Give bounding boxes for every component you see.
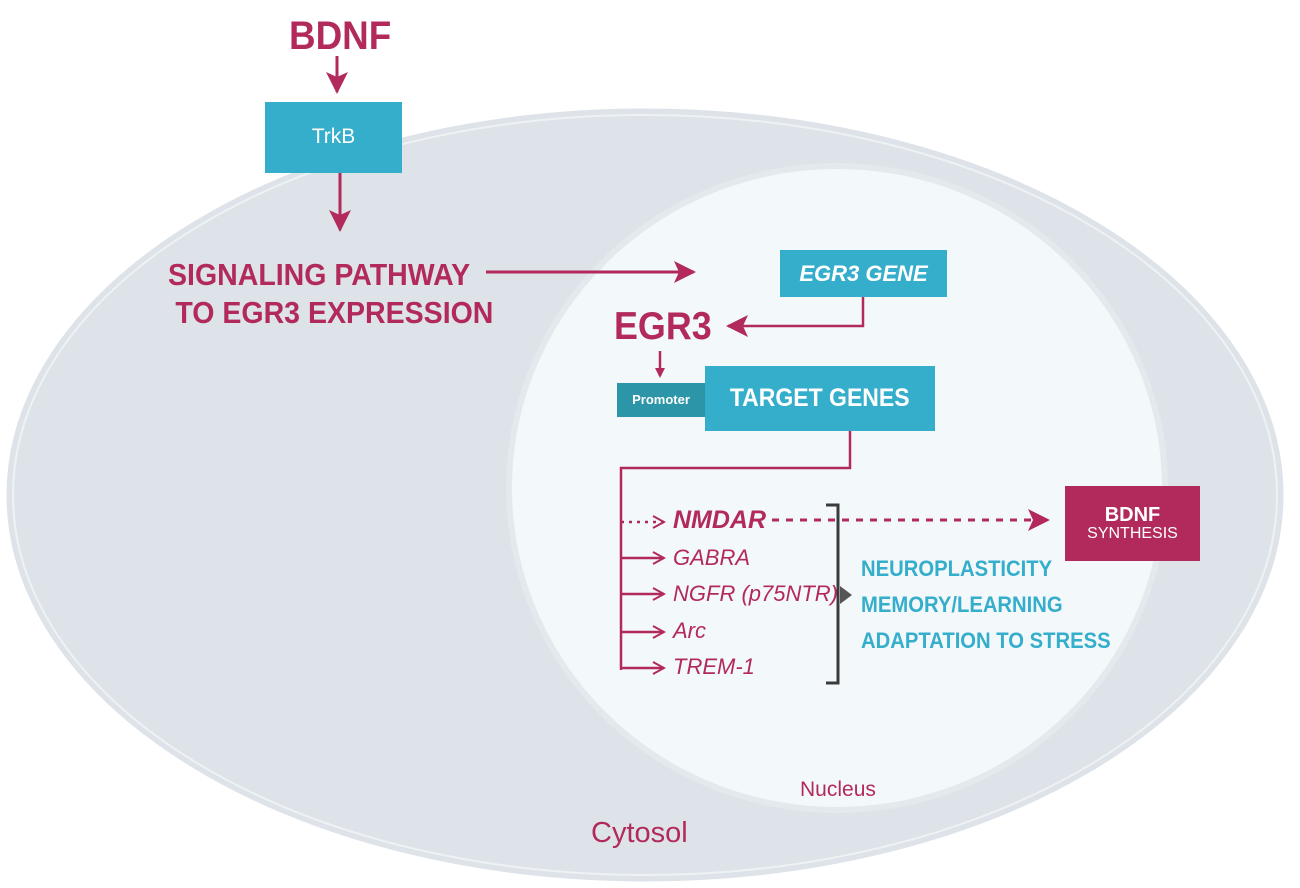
signaling-line-1: SIGNALING PATHWAY [168, 257, 471, 292]
egr3-protein-label: EGR3 [614, 305, 712, 348]
signaling-pathway-label: SIGNALING PATHWAY TO EGR3 EXPRESSION [168, 256, 493, 332]
bdnf-synthesis-line-2: SYNTHESIS [1087, 524, 1178, 542]
gene-group-bracket [826, 503, 840, 685]
egr3-gene-box: EGR3 GENE [780, 250, 947, 297]
outcome-neuroplasticity: NEUROPLASTICITY [861, 556, 1053, 581]
gene-arc: Arc [673, 618, 706, 643]
egr3-gene-label: EGR3 GENE [799, 260, 928, 286]
target-genes-box: TARGET GENES [705, 366, 935, 431]
promoter-label: Promoter [632, 392, 690, 408]
gene-gabra: GABRA [673, 545, 751, 570]
outcome-memory-learning: MEMORY/LEARNING [861, 592, 1063, 617]
gene-trem1: TREM-1 [673, 654, 755, 679]
nucleus-label: Nucleus [800, 778, 876, 801]
target-genes-connector [619, 431, 852, 670]
bdnf-synthesis-box: BDNF SYNTHESIS [1065, 486, 1200, 561]
trkb-label: TrkB [311, 125, 356, 149]
egr3-gene-to-egr3-arrow [726, 297, 865, 337]
gene-ngfr: NGFR (p75NTR) [673, 581, 839, 606]
bracket-pointer [840, 586, 852, 604]
target-genes-label: TARGET GENES [730, 384, 910, 413]
cytosol-label: Cytosol [591, 817, 688, 849]
bdnf-ligand-label: BDNF [289, 14, 392, 58]
signaling-line-2: TO EGR3 EXPRESSION [175, 295, 494, 330]
gene-nmdar: NMDAR [673, 506, 767, 534]
bdnf-synthesis-line-1: BDNF [1104, 503, 1161, 526]
trkb-receptor-box: TrkB [265, 102, 402, 173]
promoter-box: Promoter [617, 383, 705, 417]
outcome-adaptation-stress: ADAPTATION TO STRESS [861, 628, 1111, 653]
